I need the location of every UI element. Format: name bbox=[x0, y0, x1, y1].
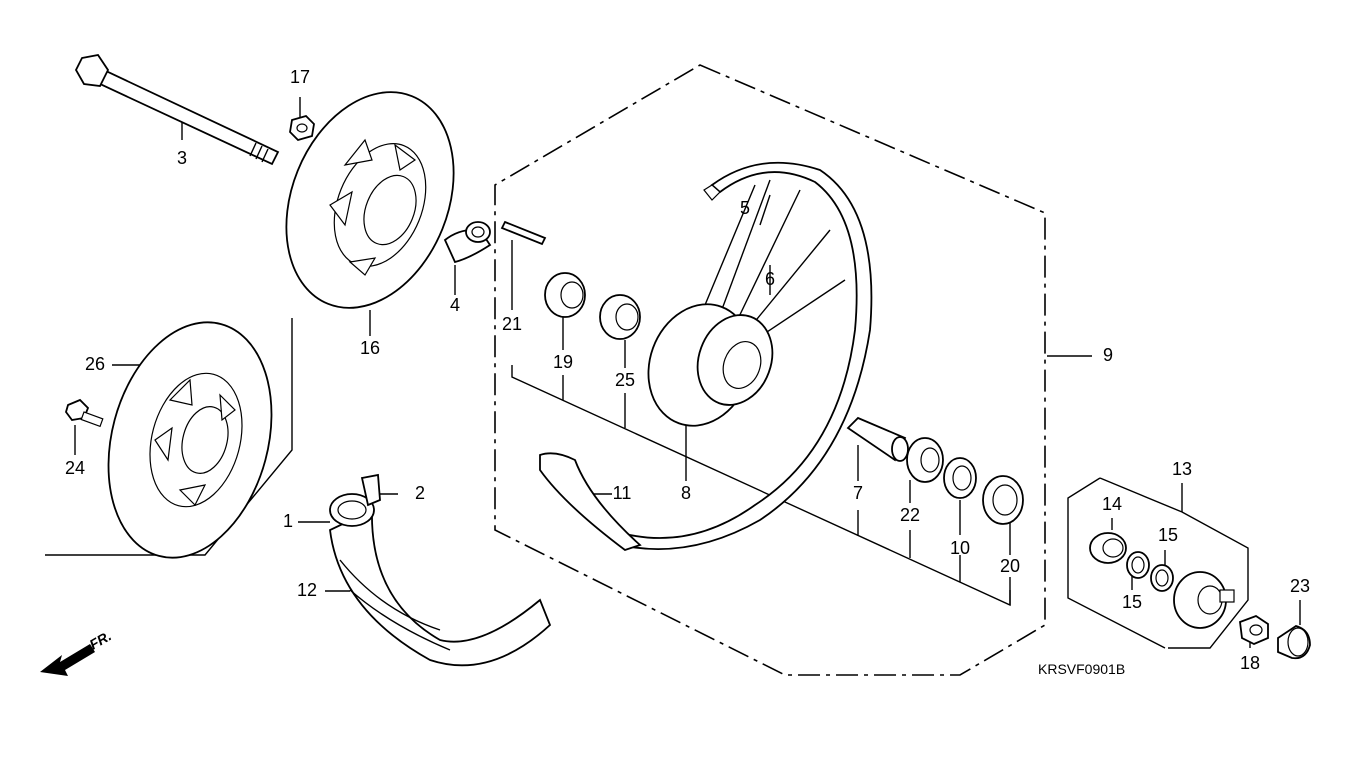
part-21-stud bbox=[500, 220, 547, 246]
callout-6: 6 bbox=[765, 269, 775, 289]
callout-labels: 1 2 3 4 5 6 7 8 9 10 11 12 13 14 15 15 1… bbox=[65, 67, 1310, 673]
part-12-tire bbox=[329, 508, 552, 667]
callout-17: 17 bbox=[290, 67, 310, 87]
spokes bbox=[704, 179, 846, 341]
part-19-bearing bbox=[544, 272, 586, 318]
callout-24: 24 bbox=[65, 458, 85, 478]
diagram-code: KRSVF0901B bbox=[1038, 661, 1125, 677]
part-25-bearing bbox=[599, 294, 641, 340]
part-1-tube bbox=[329, 493, 375, 527]
callout-8: 8 bbox=[681, 483, 691, 503]
part-22-bearing bbox=[906, 437, 944, 483]
part-24-bolt bbox=[65, 398, 104, 428]
part-20-dust-seal bbox=[982, 475, 1024, 525]
front-direction-arrow: FR. bbox=[40, 627, 114, 676]
part-13-gearbox bbox=[1173, 571, 1235, 629]
part-7-collar bbox=[846, 416, 909, 462]
callout-4: 4 bbox=[450, 295, 460, 315]
callout-13: 13 bbox=[1172, 459, 1192, 479]
callout-22: 22 bbox=[900, 505, 920, 525]
callout-1: 1 bbox=[283, 511, 293, 531]
part-15-washer-a bbox=[1126, 551, 1150, 579]
callout-16: 16 bbox=[360, 338, 380, 358]
callout-15b: 15 bbox=[1122, 592, 1142, 612]
callout-20: 20 bbox=[1000, 556, 1020, 576]
part-18-nut bbox=[1239, 614, 1269, 645]
part-17-nut bbox=[289, 114, 315, 142]
callout-19: 19 bbox=[553, 352, 573, 372]
callout-23: 23 bbox=[1290, 576, 1310, 596]
part-16-brake-disc bbox=[285, 91, 455, 309]
part-4-collar bbox=[443, 221, 492, 264]
part-11-rim-band-insert bbox=[539, 452, 642, 552]
callout-10: 10 bbox=[950, 538, 970, 558]
part-23-cap bbox=[1277, 625, 1311, 660]
assembly-boundary-9 bbox=[494, 64, 1046, 676]
callout-18: 18 bbox=[1240, 653, 1260, 673]
callout-5: 5 bbox=[740, 198, 750, 218]
callout-21: 21 bbox=[502, 314, 522, 334]
callout-3: 3 bbox=[177, 148, 187, 168]
callout-25: 25 bbox=[615, 370, 635, 390]
part-14-gear bbox=[1089, 532, 1127, 564]
callout-12: 12 bbox=[297, 580, 317, 600]
callout-26: 26 bbox=[85, 354, 105, 374]
part-10-retainer bbox=[943, 457, 977, 499]
part-2-rim-band bbox=[360, 473, 381, 507]
callout-9: 9 bbox=[1103, 345, 1113, 365]
callout-2: 2 bbox=[415, 483, 425, 503]
callout-15a: 15 bbox=[1158, 525, 1178, 545]
part-8-hub bbox=[647, 303, 774, 427]
part-26-brake-disc bbox=[107, 321, 273, 559]
callout-11: 11 bbox=[613, 483, 632, 503]
callout-7: 7 bbox=[853, 483, 863, 503]
callout-14: 14 bbox=[1102, 494, 1122, 514]
part-3-axle bbox=[74, 54, 280, 166]
part-15-washer-b bbox=[1150, 564, 1174, 592]
